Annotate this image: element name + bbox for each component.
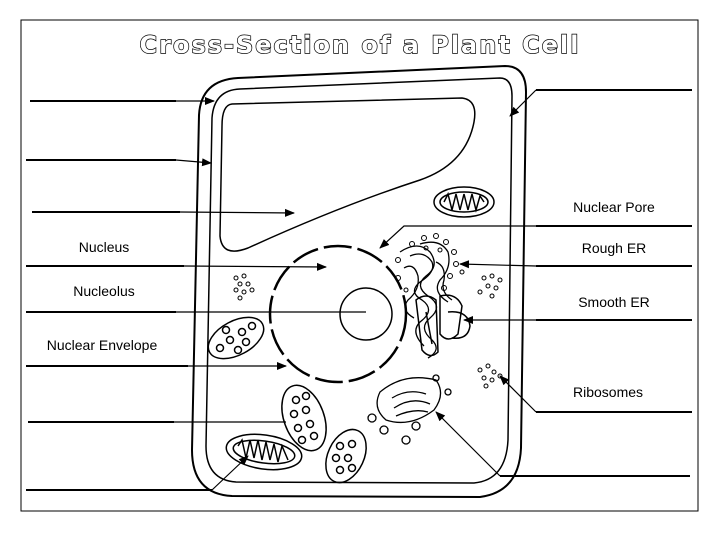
nucleolus	[339, 287, 393, 341]
golgi-apparatus	[367, 374, 452, 445]
right-answer-lines	[500, 89, 692, 477]
chloroplast-bottom	[281, 384, 327, 452]
ribosome-cluster-lower-right	[477, 363, 503, 389]
diagram-border	[20, 19, 699, 512]
ribosome-cluster-right	[477, 273, 503, 299]
rough-er	[399, 241, 453, 359]
diagram-title: Cross-Section of a Plant Cell	[140, 31, 581, 59]
cell-membrane	[205, 77, 513, 484]
chloroplast-right	[325, 428, 367, 484]
rough-er-ribosomes	[395, 233, 465, 293]
mitochondrion-top	[433, 186, 495, 218]
nucleus-envelope	[268, 244, 408, 384]
chloroplast-left	[207, 316, 265, 360]
label-nucleolus: Nucleolus	[73, 283, 134, 299]
label-nuclear-pore: Nuclear Pore	[573, 199, 655, 215]
label-ribosomes: Ribosomes	[573, 384, 643, 400]
label-smooth-er: Smooth ER	[578, 294, 650, 310]
smooth-er	[415, 294, 471, 357]
right-pointers	[379, 89, 537, 477]
ribosome-cluster-left	[233, 273, 255, 301]
left-pointers	[174, 97, 366, 491]
label-rough-er: Rough ER	[582, 240, 647, 256]
central-vacuole	[219, 97, 476, 252]
left-answer-lines	[26, 100, 212, 491]
label-nuclear-envelope: Nuclear Envelope	[47, 337, 158, 353]
cell-wall	[190, 64, 528, 499]
label-nucleus: Nucleus	[79, 239, 130, 255]
